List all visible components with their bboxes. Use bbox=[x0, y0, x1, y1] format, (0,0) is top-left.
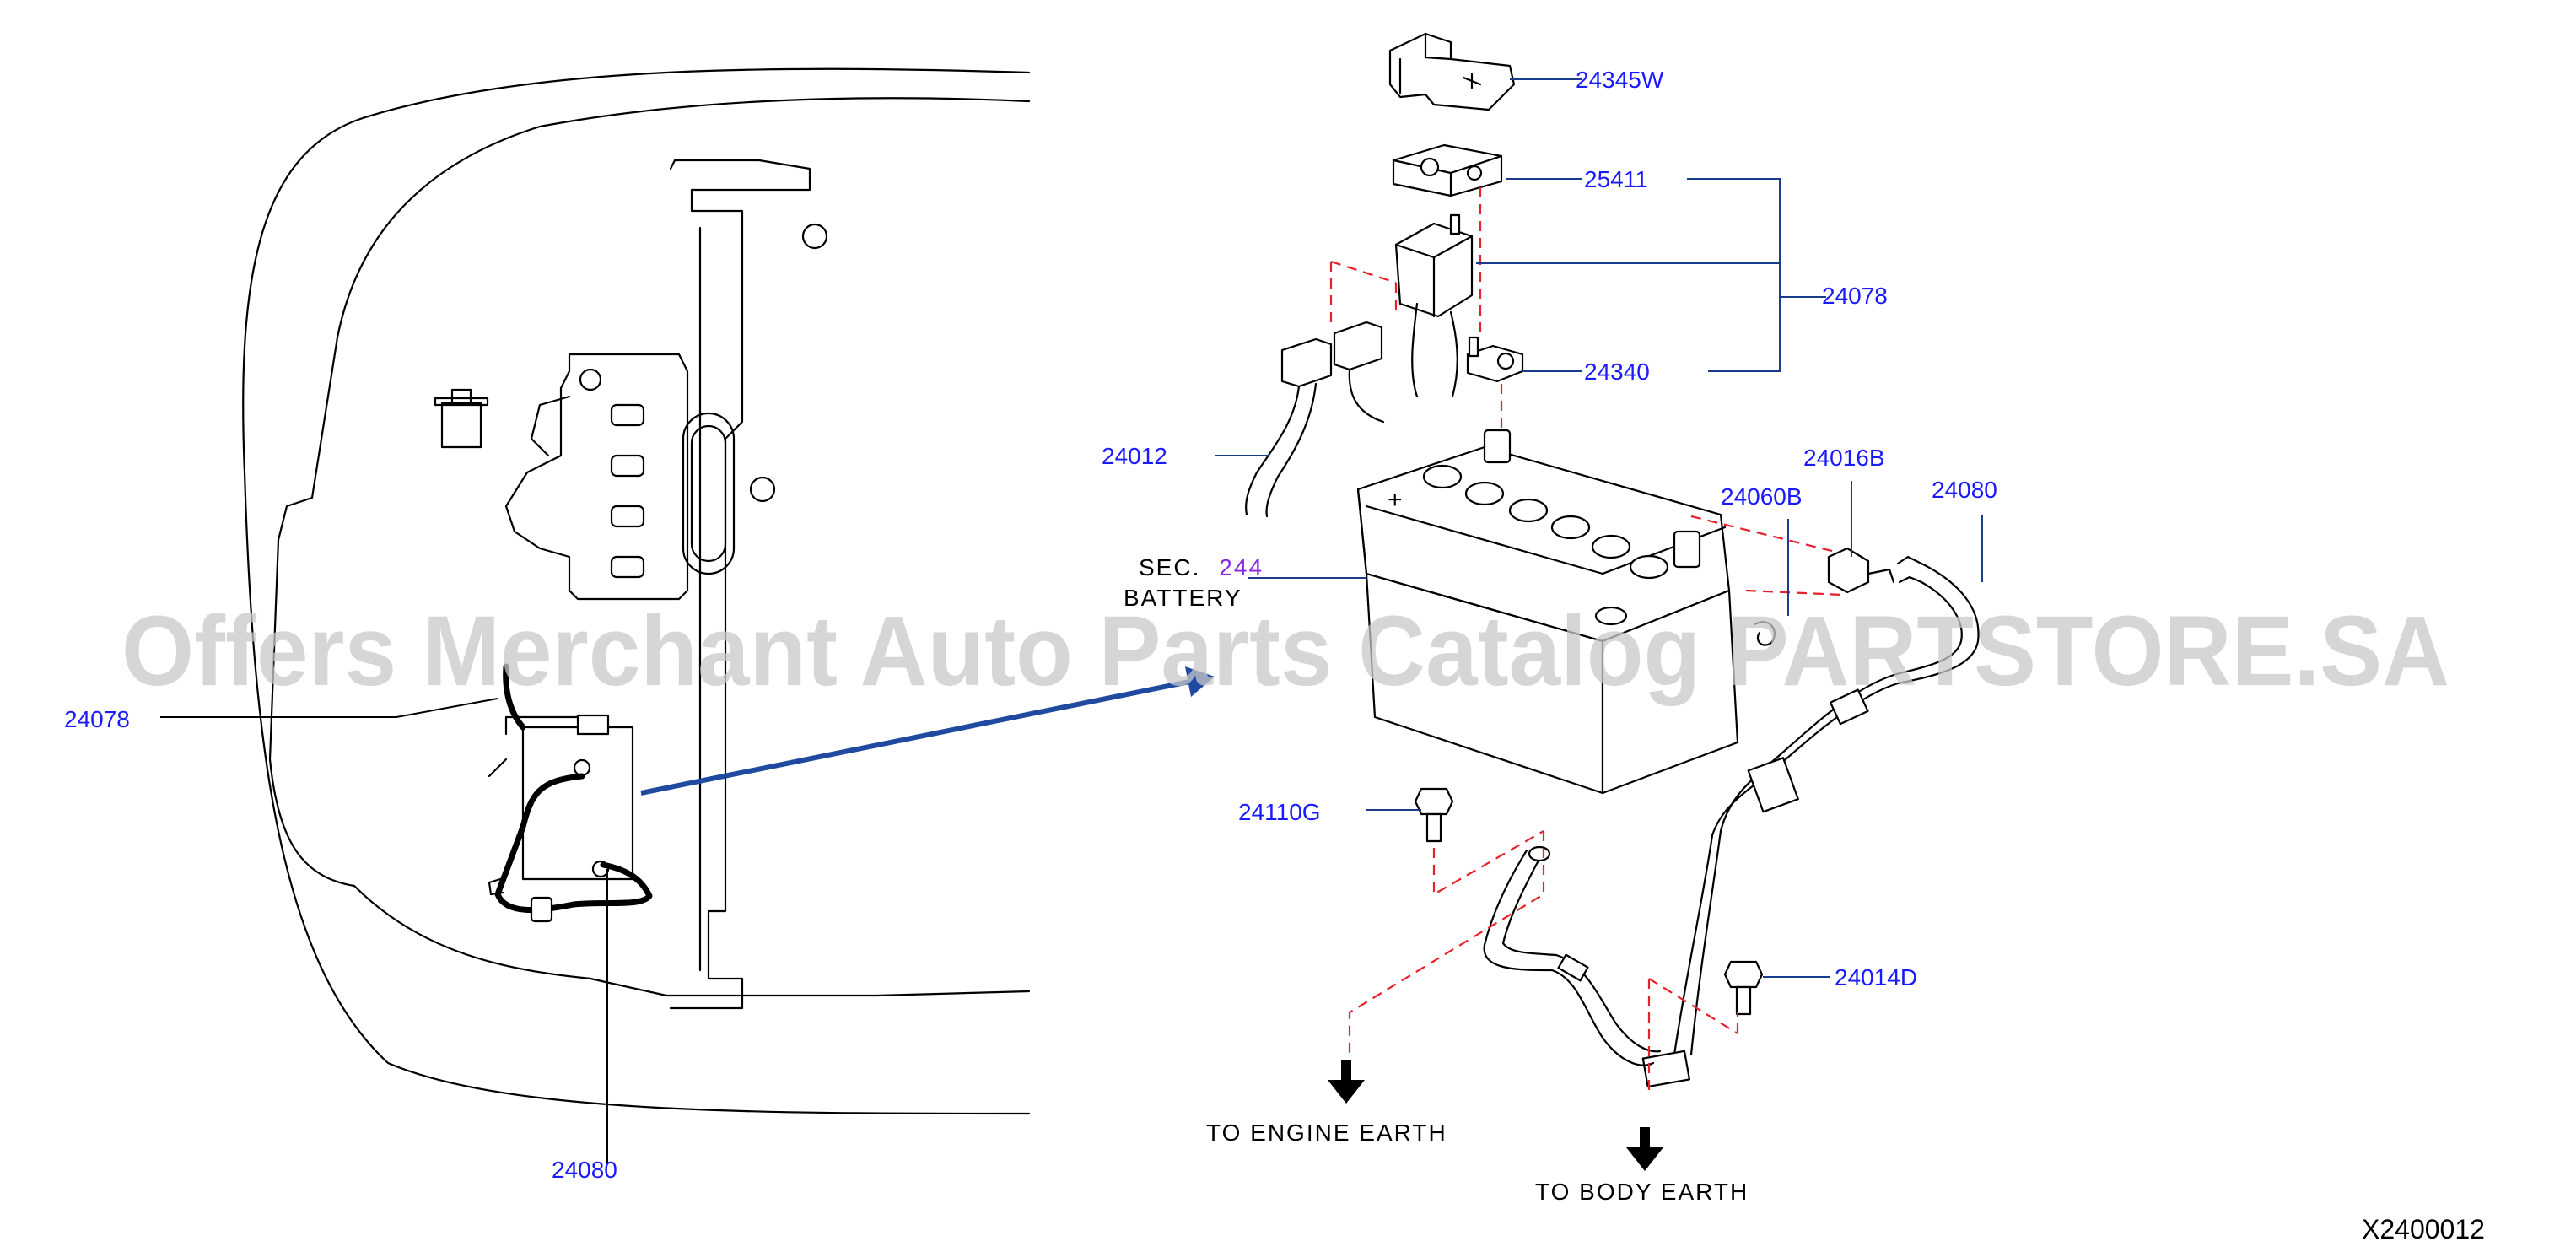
part-24080-right[interactable]: 24080 bbox=[1932, 477, 1997, 503]
engine-bay-overview bbox=[160, 67, 1031, 1164]
terminal-cover-24345W bbox=[1388, 32, 1516, 111]
battery-label: BATTERY bbox=[1124, 585, 1242, 611]
part-24080-left[interactable]: 24080 bbox=[552, 1157, 617, 1183]
part-24345W[interactable]: 24345W bbox=[1576, 67, 1664, 93]
connector-harness-24012 bbox=[1245, 321, 1385, 518]
part-25411[interactable]: 25411 bbox=[1584, 166, 1648, 192]
body-earth-arrow-icon bbox=[1626, 1127, 1663, 1171]
battery-location-small bbox=[488, 663, 653, 923]
fuse-terminal-25411 bbox=[1392, 143, 1503, 197]
part-24012[interactable]: 24012 bbox=[1102, 443, 1167, 469]
engine-earth-strap bbox=[1483, 845, 1662, 1066]
bolt-24110G bbox=[1414, 787, 1454, 843]
engine-earth-label: TO ENGINE EARTH bbox=[1206, 1120, 1447, 1146]
fusible-link-24078 bbox=[1394, 213, 1474, 398]
body-earth-label: TO BODY EARTH bbox=[1535, 1179, 1749, 1205]
bolt-24014D bbox=[1723, 960, 1764, 1016]
earth-cable-24080 bbox=[1641, 555, 1980, 1088]
battery-sec244: + bbox=[1356, 429, 1739, 795]
pointer-arrow-icon bbox=[640, 666, 1215, 796]
watermark-text: Offers Merchant Auto Parts Catalog PARTS… bbox=[121, 596, 2449, 707]
part-24078-right[interactable]: 24078 bbox=[1822, 283, 1888, 309]
engine-earth-arrow-icon bbox=[1328, 1060, 1365, 1104]
sec-number-link[interactable]: 244 bbox=[1219, 554, 1264, 580]
spark-plugs bbox=[610, 403, 645, 579]
battery-clamp-24340 bbox=[1466, 336, 1524, 383]
terminal-cover-24016B bbox=[1827, 547, 1895, 594]
part-24016B[interactable]: 24016B bbox=[1803, 445, 1885, 471]
figure-code: X2400012 bbox=[2362, 1214, 2485, 1244]
part-24014D[interactable]: 24014D bbox=[1835, 964, 1917, 990]
svg-text:+: + bbox=[1388, 486, 1403, 514]
part-24110G[interactable]: 24110G bbox=[1238, 799, 1321, 825]
reservoir bbox=[434, 388, 489, 449]
part-24340[interactable]: 24340 bbox=[1584, 359, 1650, 385]
sec-label: SEC.244 bbox=[1139, 554, 1264, 580]
nut-24060B bbox=[1753, 621, 1776, 646]
part-24078-left[interactable]: 24078 bbox=[64, 706, 130, 732]
part-24060B[interactable]: 24060B bbox=[1721, 483, 1803, 510]
